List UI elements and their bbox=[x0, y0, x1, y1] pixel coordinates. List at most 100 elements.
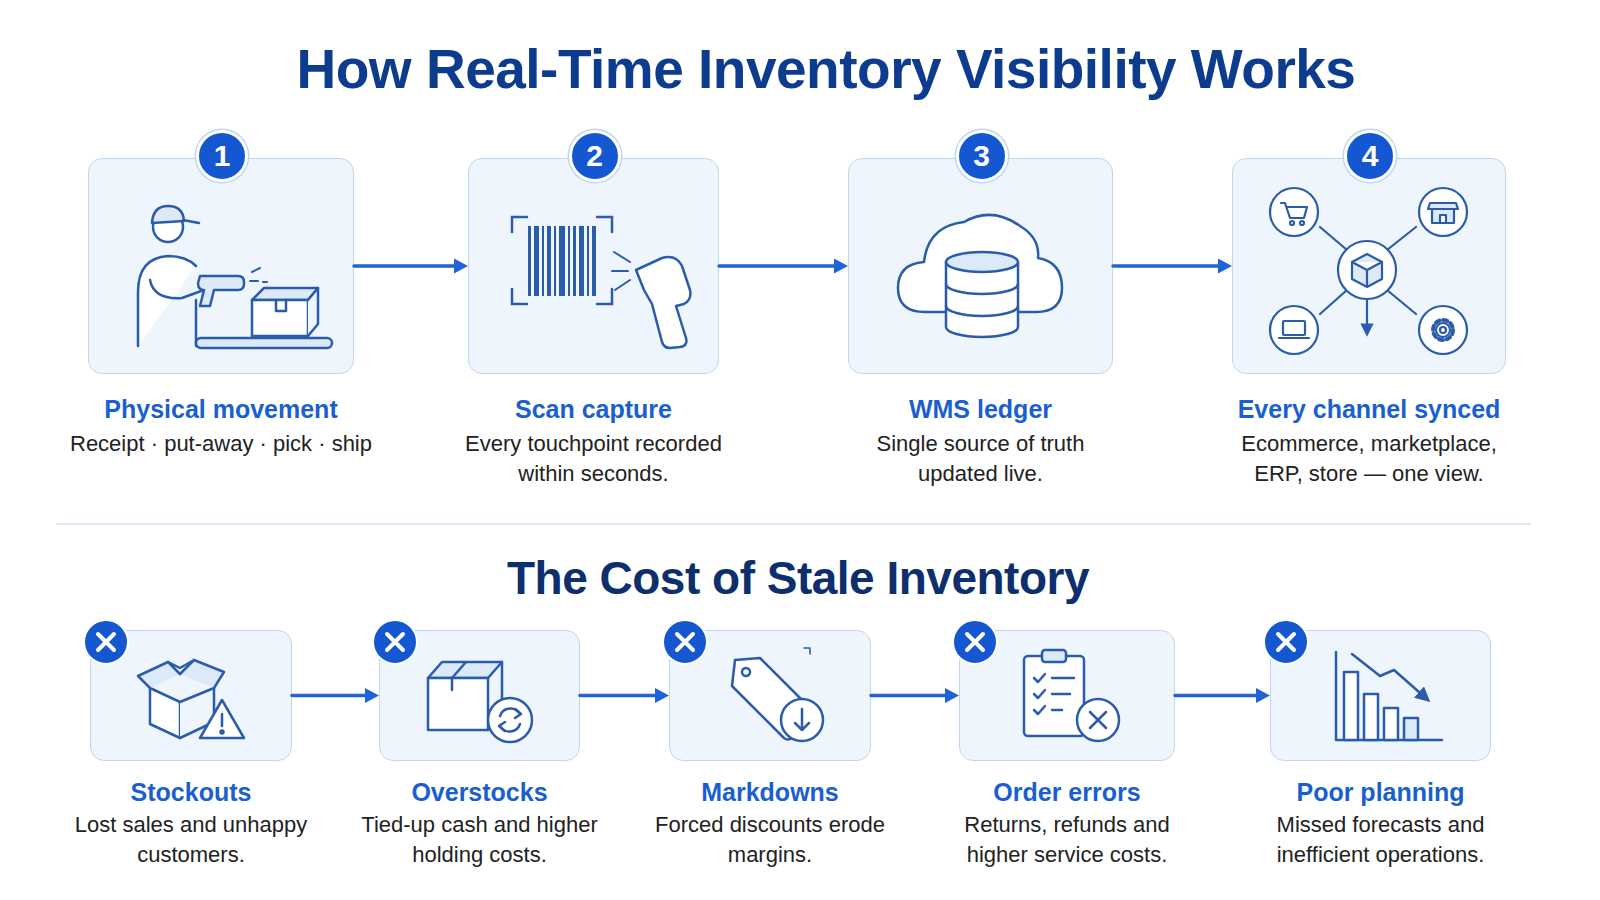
order-error-icon bbox=[1024, 650, 1119, 741]
box-heading: Order errors bbox=[937, 777, 1197, 807]
error-badges-part bbox=[663, 620, 707, 664]
arrow-head bbox=[1218, 259, 1232, 274]
box-description: Missed forecasts and inefficient operati… bbox=[1268, 810, 1493, 870]
step-number-circle: 3 bbox=[956, 130, 1008, 182]
channel-sync-icon-part bbox=[1338, 241, 1396, 299]
step-number-circle: 2 bbox=[569, 130, 621, 182]
channel-sync-icon-part bbox=[1440, 327, 1446, 333]
overstock-icon-part bbox=[488, 662, 502, 730]
order-error-icon-part bbox=[1042, 650, 1066, 662]
stockout-icon-part bbox=[180, 688, 214, 738]
barcode-scan-icon-part bbox=[636, 257, 690, 348]
channel-sync-icon-part bbox=[1320, 227, 1416, 334]
box-description: Tied-up cash and higher holding costs. bbox=[360, 810, 600, 870]
barcode-scan-icon-part bbox=[512, 217, 612, 304]
barcode-scan-icon-part-part bbox=[573, 226, 576, 296]
stockout-icon-part bbox=[221, 731, 224, 734]
worker-scanning-icon-part bbox=[276, 300, 286, 311]
barcode-scan-icon-part-part bbox=[528, 226, 531, 296]
barcode-scan-icon-part-part bbox=[542, 226, 544, 296]
error-badges-part bbox=[84, 620, 128, 664]
declining-chart-icon bbox=[1336, 652, 1442, 740]
barcode-scan-icon bbox=[512, 217, 690, 348]
box-heading: Scan capture bbox=[434, 394, 754, 424]
channel-sync-icon-part bbox=[1352, 254, 1382, 287]
arrow-head bbox=[834, 259, 848, 274]
step-number: 2 bbox=[586, 139, 603, 173]
diagram-title: How Real-Time Inventory Visibility Works bbox=[297, 36, 1356, 102]
worker-scanning-icon bbox=[138, 206, 332, 348]
stockout-icon-part bbox=[138, 662, 180, 688]
arrow-line bbox=[292, 694, 367, 698]
declining-chart-icon-part bbox=[1404, 718, 1418, 740]
markdown-tag-icon bbox=[732, 648, 823, 741]
barcode-scan-icon-part-part bbox=[587, 226, 589, 296]
cloud-database-icon bbox=[898, 215, 1062, 337]
step-box: Every channel syncedEcommerce, marketpla… bbox=[1232, 158, 1506, 374]
overstock-icon-part bbox=[500, 724, 520, 732]
arrow-line bbox=[1113, 264, 1220, 268]
step-box: Physical movementReceipt · put-away · pi… bbox=[88, 158, 354, 374]
error-badges-part bbox=[1264, 620, 1308, 664]
step-number: 3 bbox=[973, 139, 990, 173]
cost-box: OverstocksTied-up cash and higher holdin… bbox=[379, 630, 580, 761]
barcode-scan-icon-part-part bbox=[547, 226, 551, 296]
overstock-icon-part bbox=[500, 708, 520, 716]
overstock-icon-part bbox=[428, 662, 502, 678]
flow-arrow bbox=[292, 688, 379, 703]
error-badges-part bbox=[677, 634, 693, 650]
markdown-tag-icon-part bbox=[804, 648, 810, 654]
stockout-icon-part bbox=[200, 700, 244, 738]
box-description: Ecommerce, marketplace, ERP, store — one… bbox=[1224, 429, 1514, 489]
box-heading: Physical movement bbox=[61, 394, 381, 424]
overstock-icon-part bbox=[499, 709, 521, 731]
overstock-icon-part bbox=[488, 698, 532, 742]
arrow-head bbox=[945, 688, 959, 703]
markdown-tag-icon-part bbox=[781, 699, 823, 741]
channel-sync-icon-part bbox=[1270, 306, 1318, 354]
barcode-scan-icon-part-part bbox=[579, 226, 584, 296]
channel-sync-icon-part bbox=[1436, 323, 1450, 337]
barcode-scan-icon-part-part bbox=[559, 226, 565, 296]
box-heading: Stockouts bbox=[61, 777, 321, 807]
order-error-icon-part bbox=[1024, 656, 1084, 736]
declining-chart-icon-part bbox=[1384, 708, 1398, 740]
box-description: Lost sales and unhappy customers. bbox=[71, 810, 311, 870]
step-number: 4 bbox=[1362, 139, 1379, 173]
markdown-tag-icon-part bbox=[795, 709, 809, 730]
worker-scanning-icon-part bbox=[195, 300, 198, 346]
stockout-icon-part bbox=[168, 660, 194, 668]
section-heading: The Cost of Stale Inventory bbox=[507, 550, 1089, 606]
worker-scanning-icon-part bbox=[153, 212, 183, 242]
arrow-line bbox=[871, 694, 947, 698]
overstock-icon-part bbox=[452, 662, 466, 690]
box-heading: Poor planning bbox=[1251, 777, 1511, 807]
barcode-scan-icon-part-part bbox=[534, 226, 539, 296]
worker-scanning-icon-part bbox=[183, 220, 199, 223]
step-number-circle: 1 bbox=[196, 130, 248, 182]
flow-arrow bbox=[354, 259, 468, 274]
error-badges-part bbox=[373, 620, 417, 664]
worker-scanning-icon-part bbox=[308, 288, 318, 336]
worker-scanning-icon-part bbox=[252, 288, 318, 300]
order-error-icon-part bbox=[1034, 674, 1074, 714]
overstock-icon-part bbox=[428, 678, 488, 730]
barcode-scan-icon-part-part bbox=[568, 226, 570, 296]
step-number: 1 bbox=[214, 139, 231, 173]
barcode-scan-icon-part bbox=[612, 252, 630, 290]
cloud-database-icon-part bbox=[946, 284, 1018, 316]
error-badges-part bbox=[953, 620, 997, 664]
cost-box: Poor planningMissed forecasts and ineffi… bbox=[1270, 630, 1491, 761]
box-description: Every touchpoint recorded within seconds… bbox=[449, 429, 739, 489]
stockout-icon-part bbox=[150, 688, 180, 738]
step-box: WMS ledgerSingle source of truth updated… bbox=[848, 158, 1113, 374]
flow-arrow bbox=[1175, 688, 1270, 703]
box-description: Single source of truth updated live. bbox=[836, 429, 1126, 489]
box-heading: Markdowns bbox=[640, 777, 900, 807]
arrow-head bbox=[365, 688, 379, 703]
order-error-icon-part bbox=[1077, 699, 1119, 741]
box-heading: Every channel synced bbox=[1209, 394, 1529, 424]
overstock-icon bbox=[428, 662, 532, 742]
worker-scanning-icon-part bbox=[150, 280, 204, 298]
